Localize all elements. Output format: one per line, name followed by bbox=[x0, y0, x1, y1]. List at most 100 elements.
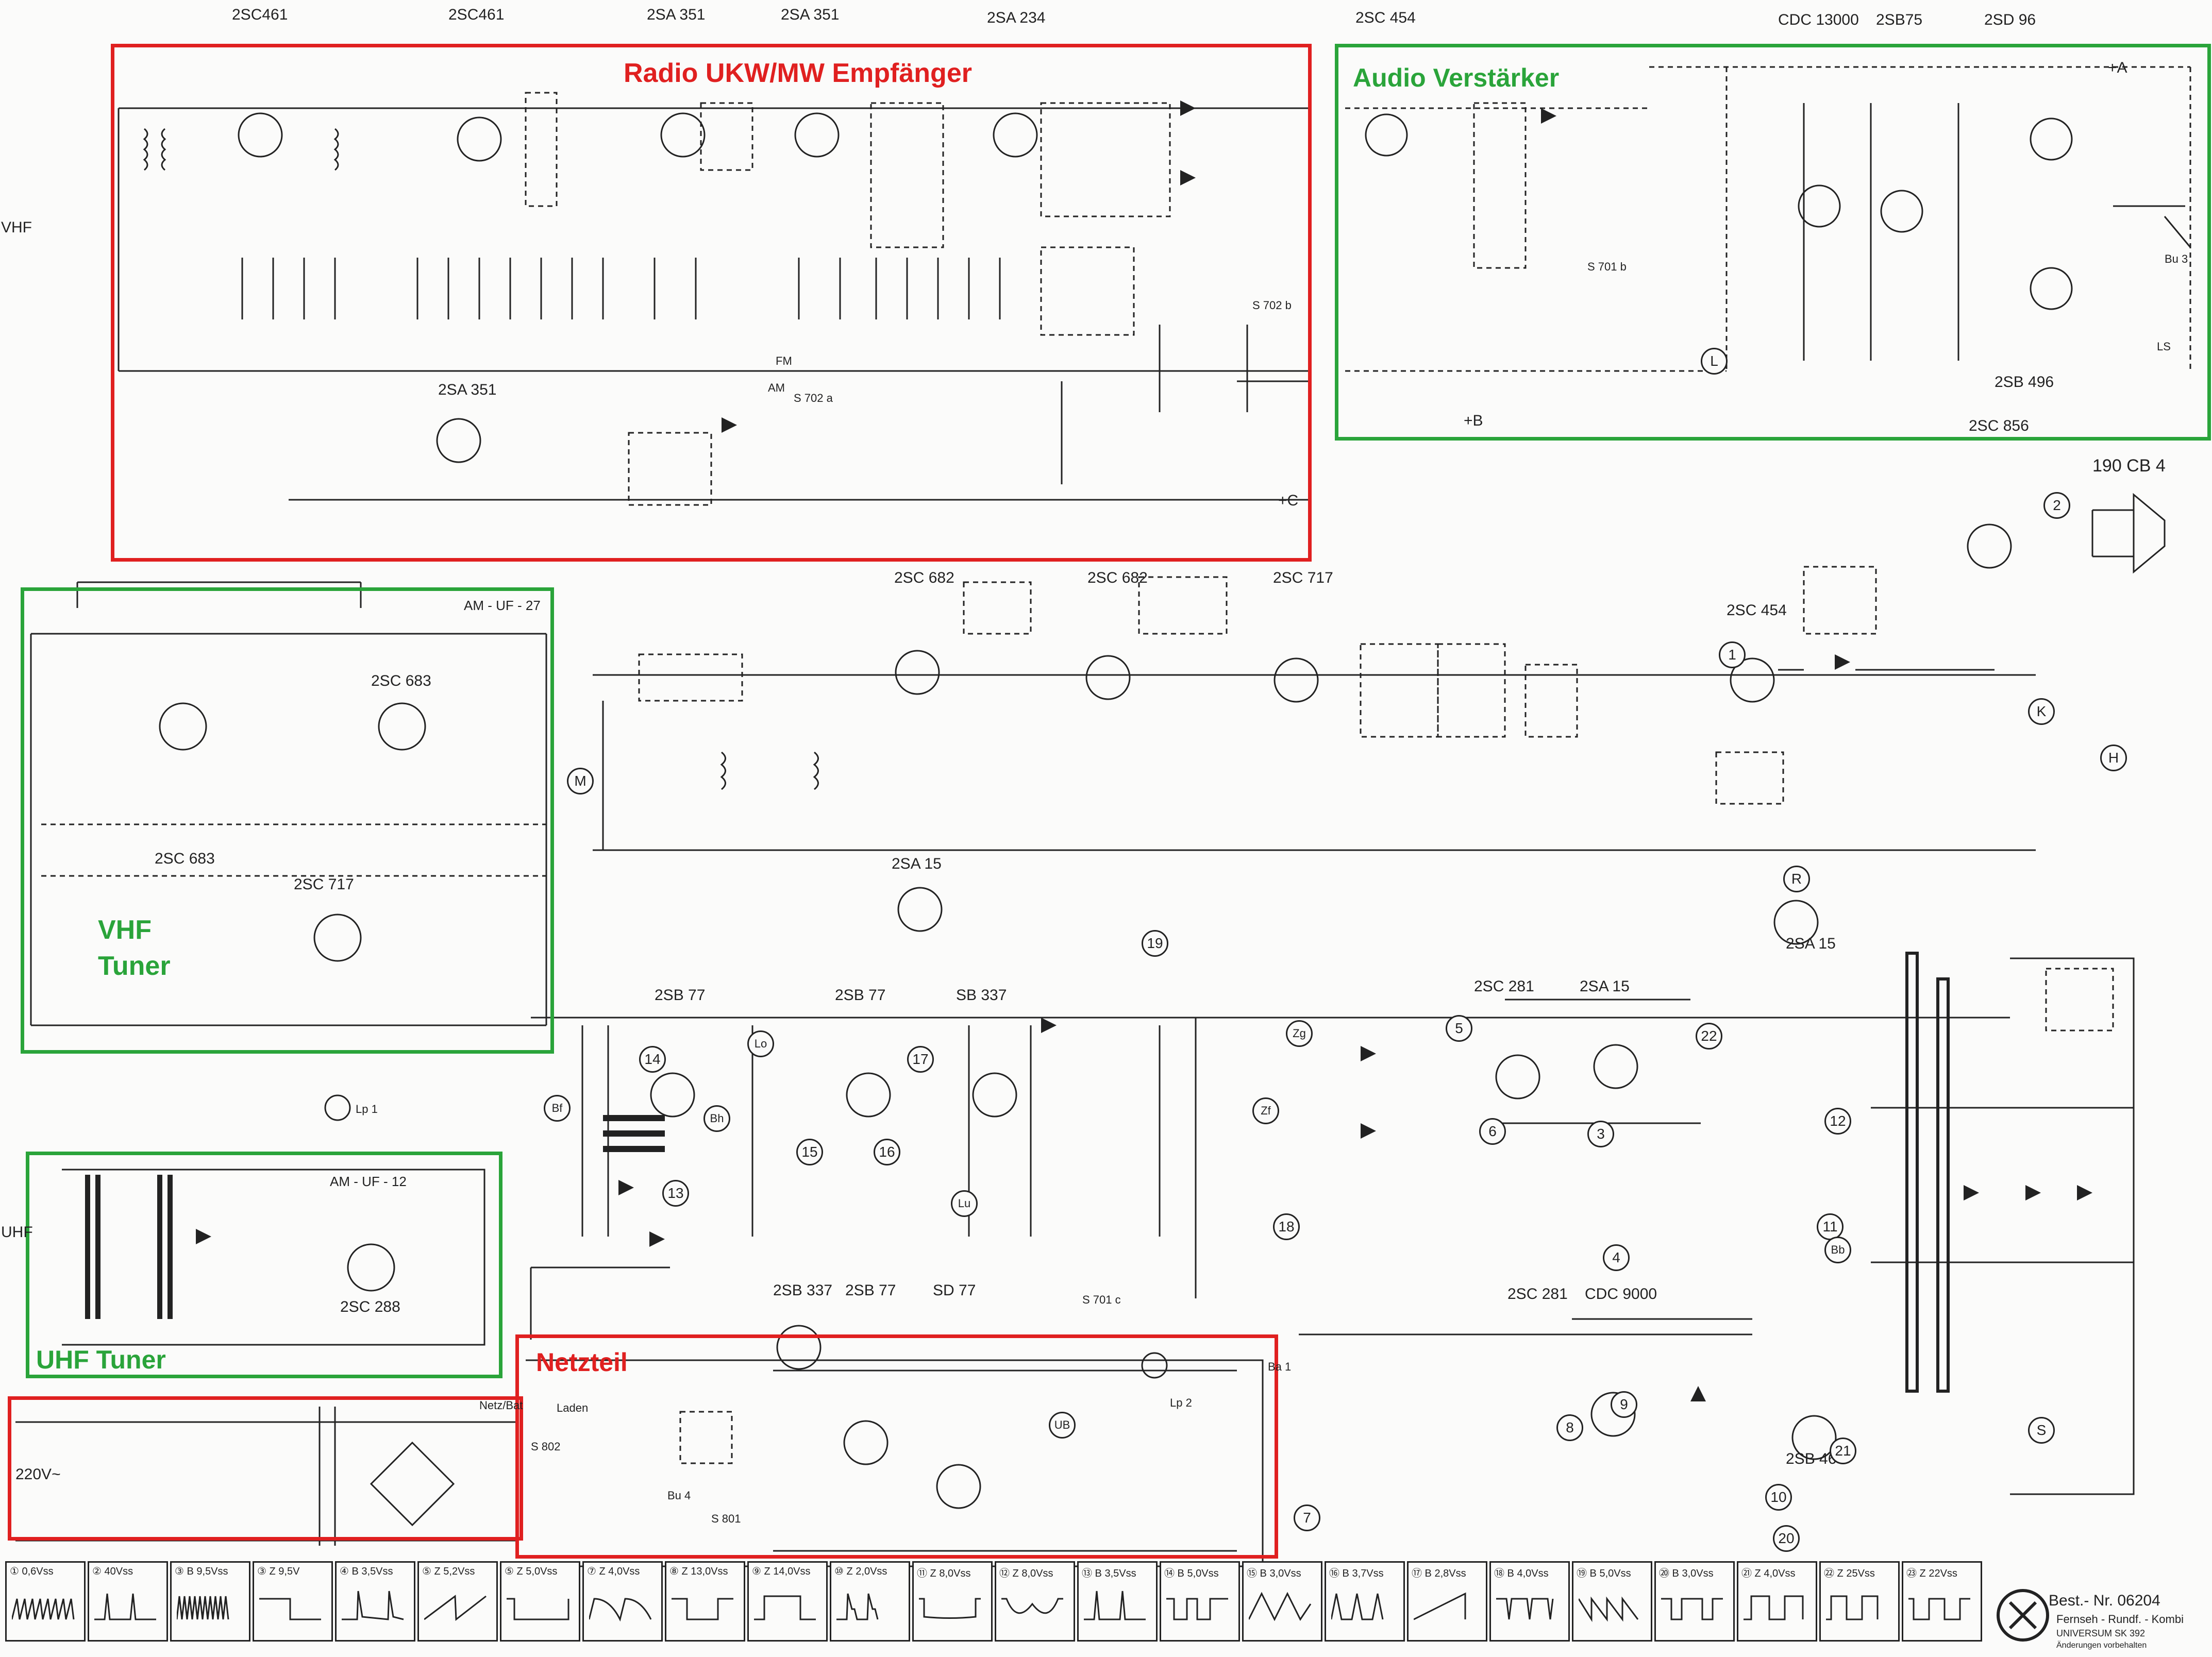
waveform-label: ⑩ Z 2,0Vss bbox=[834, 1566, 887, 1577]
node-marker: 5 bbox=[1446, 1015, 1472, 1042]
waveform-box: ③ Z 9,5V bbox=[253, 1561, 333, 1642]
transistor-label: 2SC 717 bbox=[294, 876, 354, 893]
node-marker: UB bbox=[1049, 1412, 1076, 1439]
waveform-label: ⑨ Z 14,0Vss bbox=[752, 1566, 811, 1577]
waveform-trace bbox=[836, 1593, 879, 1620]
waveform-box: ⑤ Z 5,0Vss bbox=[500, 1561, 580, 1642]
transistor-label: 2SD 96 bbox=[1984, 11, 2036, 28]
waveform-trace bbox=[1166, 1598, 1228, 1620]
waveform-box: ⑤ Z 5,2Vss bbox=[417, 1561, 498, 1642]
node-marker: 21 bbox=[1830, 1438, 1856, 1464]
switch-label: S 802 bbox=[531, 1440, 561, 1453]
uhf-section-box bbox=[26, 1152, 502, 1378]
switch-label: S 801 bbox=[711, 1512, 741, 1525]
node-marker: H bbox=[2100, 745, 2127, 771]
switch-label: AM bbox=[768, 381, 785, 394]
vhf-section-title: VHF Tuner bbox=[98, 915, 171, 981]
waveform-label: ⑦ Z 4,0Vss bbox=[587, 1566, 640, 1577]
waveform-trace bbox=[754, 1595, 816, 1620]
node-marker: M bbox=[567, 768, 594, 794]
transistor-label: 2SB75 bbox=[1876, 11, 1923, 28]
waveform-box: ⑱ B 4,0Vss bbox=[1489, 1561, 1570, 1642]
waveform-label: ⑮ B 3,0Vss bbox=[1247, 1568, 1301, 1579]
waveform-trace bbox=[1826, 1595, 1879, 1620]
waveform-trace bbox=[1496, 1598, 1554, 1620]
waveform-trace bbox=[94, 1593, 156, 1620]
waveform-box: ⑰ B 2,8Vss bbox=[1407, 1561, 1487, 1642]
node-marker: 11 bbox=[1817, 1213, 1844, 1240]
netzteil-section-title: Netzteil bbox=[536, 1348, 628, 1377]
waveform-trace bbox=[177, 1596, 229, 1620]
waveform-trace bbox=[1661, 1598, 1723, 1620]
waveform-label: ⑱ B 4,0Vss bbox=[1494, 1568, 1549, 1579]
waveform-trace bbox=[342, 1591, 404, 1620]
node-marker: 12 bbox=[1824, 1108, 1851, 1135]
waveform-box: ㉒ Z 25Vss bbox=[1819, 1561, 1900, 1642]
waveform-trace bbox=[1331, 1593, 1384, 1620]
lamp-label: Lp 2 bbox=[1170, 1396, 1192, 1409]
battery-label: Ba 1 bbox=[1268, 1360, 1292, 1373]
footer-model: UNIVERSUM SK 392 bbox=[2056, 1628, 2146, 1638]
waveform-box: ① 0,6Vss bbox=[5, 1561, 86, 1642]
waveform-label: ① 0,6Vss bbox=[10, 1566, 54, 1577]
waveform-box: ④ B 3,5Vss bbox=[335, 1561, 415, 1642]
waveform-label: ③ B 9,5Vss bbox=[175, 1566, 228, 1577]
transistor-label: 2SC 454 bbox=[1355, 9, 1416, 26]
transistor-label: 2SB 77 bbox=[835, 987, 886, 1004]
transistor-label: CDC 9000 bbox=[1585, 1286, 1657, 1303]
switch-label: S 701 c bbox=[1082, 1293, 1121, 1306]
node-marker: 13 bbox=[662, 1180, 689, 1207]
waveform-trace bbox=[919, 1598, 981, 1619]
waveform-trace bbox=[1001, 1598, 1063, 1614]
waveform-trace bbox=[672, 1598, 733, 1620]
transistor-label: 2SC461 bbox=[448, 6, 505, 23]
node-marker: 14 bbox=[639, 1046, 666, 1073]
transistor-label: 2SA 351 bbox=[438, 381, 497, 398]
transistor-label: 2SA 234 bbox=[987, 9, 1046, 26]
waveform-box: ③ B 9,5Vss bbox=[170, 1561, 250, 1642]
transistor-label: 2SA 15 bbox=[1786, 935, 1836, 952]
node-marker: Bh bbox=[703, 1105, 730, 1132]
transistor-label: SB 337 bbox=[956, 987, 1007, 1004]
node-marker: 1 bbox=[1719, 641, 1746, 668]
waveform-trace bbox=[424, 1595, 487, 1621]
audio-section-box bbox=[1335, 44, 2211, 441]
waveform-label: ② 40Vss bbox=[92, 1566, 133, 1577]
waveform-trace bbox=[1084, 1591, 1146, 1620]
node-marker: Zf bbox=[1252, 1097, 1279, 1124]
waveform-box: ⑦ Z 4,0Vss bbox=[582, 1561, 663, 1642]
waveform-box: ⑨ Z 14,0Vss bbox=[747, 1561, 828, 1642]
mains-label: 220V~ bbox=[15, 1466, 61, 1483]
transistor-label: 2SA 15 bbox=[892, 855, 942, 872]
audio-section-title: Audio Verstärker bbox=[1353, 63, 1560, 92]
transistor-label: 2SC 454 bbox=[1727, 602, 1787, 619]
transistor-label: 2SC 682 bbox=[894, 569, 954, 586]
transistor-label: SD 77 bbox=[933, 1282, 976, 1299]
waveform-box: ⑯ B 3,7Vss bbox=[1325, 1561, 1405, 1642]
rail-b-label: +B bbox=[1464, 412, 1483, 429]
node-marker: 8 bbox=[1556, 1414, 1583, 1441]
switch-label: Netz/Bat bbox=[479, 1399, 523, 1412]
power-input-box bbox=[8, 1396, 523, 1541]
waveform-box: ⑬ B 3,5Vss bbox=[1077, 1561, 1158, 1642]
switch-label: FM bbox=[776, 354, 792, 367]
waveform-box: ② 40Vss bbox=[88, 1561, 168, 1642]
node-marker: 2 bbox=[2043, 492, 2070, 519]
speaker-label: LS bbox=[2157, 340, 2171, 353]
waveform-trace bbox=[507, 1598, 569, 1620]
node-marker: 17 bbox=[907, 1046, 934, 1073]
waveform-label: ⑧ Z 13,0Vss bbox=[669, 1566, 728, 1577]
footer-changes: Änderungen vorbehalten bbox=[2056, 1641, 2147, 1650]
waveform-box: ⑲ B 5,0Vss bbox=[1572, 1561, 1652, 1642]
socket-label: Bu 4 bbox=[667, 1489, 691, 1502]
waveform-label: ⑭ B 5,0Vss bbox=[1164, 1568, 1219, 1579]
node-marker: 19 bbox=[1142, 930, 1168, 957]
transistor-label: 2SB 77 bbox=[655, 987, 706, 1004]
lamp-label: Lp 1 bbox=[356, 1103, 378, 1115]
tuner-module-label: AM - UF - 27 bbox=[464, 598, 541, 613]
footer-subtitle: Fernseh - Rundf. - Kombi bbox=[2056, 1613, 2184, 1626]
waveform-label: ⑤ Z 5,2Vss bbox=[422, 1566, 475, 1577]
socket-label: Bu 3 bbox=[2165, 252, 2188, 265]
